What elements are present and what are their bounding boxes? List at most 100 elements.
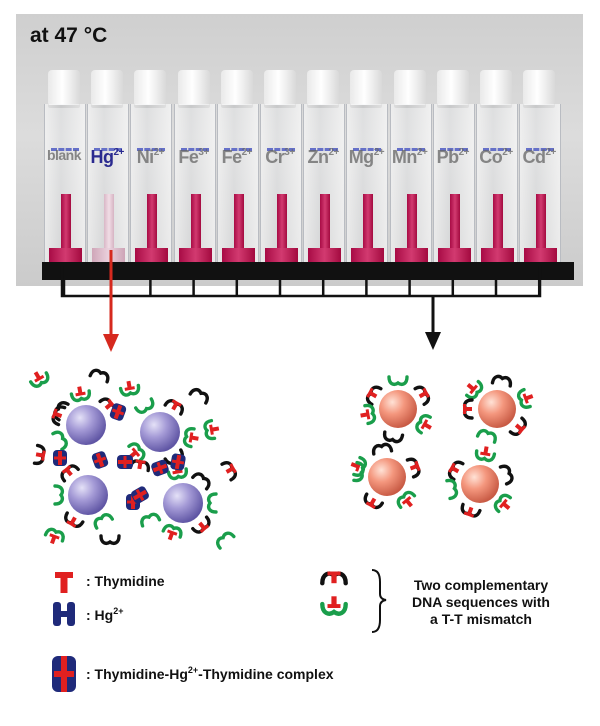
- dna-strand-green: [51, 428, 70, 451]
- cuvette-11: Cd2+: [519, 70, 562, 262]
- tube-connector-left: [60, 266, 542, 298]
- cuvette-label: Hg2+: [81, 147, 133, 168]
- legend-complex-label: : Thymidine-Hg2+-Thymidine complex: [86, 665, 334, 682]
- cuvette-solution: [320, 194, 331, 262]
- cuvette-solution: [406, 194, 417, 262]
- dna-legend-black-strand: [322, 572, 345, 584]
- cuvette-solution: [493, 194, 503, 262]
- cuvette-label: Mg2+: [340, 147, 392, 168]
- cuvette-solution: [233, 194, 244, 262]
- thymidine-hg-complex: [90, 450, 110, 470]
- cuvette-1: Hg2+: [87, 70, 130, 262]
- dispersed-gold-particle: [478, 390, 516, 428]
- cuvette-cap: [393, 70, 426, 108]
- aggregated-gold-particle: [68, 475, 108, 515]
- ion-charge: 2+: [545, 147, 556, 158]
- legend-complex-prefix: : Thymidine-Hg: [86, 666, 188, 682]
- dna-strand-green: [475, 427, 499, 444]
- cuvette-glass: [346, 104, 389, 262]
- dna-strand-black: [188, 385, 212, 405]
- dna-strand-green: [206, 492, 218, 514]
- dna-description-line3: a T-T mismatch: [430, 611, 532, 627]
- dna-strand-green: [445, 477, 459, 501]
- dna-legend-brace: [371, 569, 387, 633]
- dna-strand-black: [128, 458, 152, 473]
- cuvette-glass: [303, 104, 346, 262]
- cuvette-marks: [51, 148, 79, 155]
- dna-strand-green: [359, 402, 377, 426]
- cuvette-cap: [436, 70, 469, 108]
- cuvette-marks: [396, 148, 425, 155]
- cuvette-cap: [350, 70, 383, 108]
- dna-strand-green: [91, 511, 114, 530]
- dna-strand-black: [413, 383, 433, 406]
- cuvette-solution: [449, 194, 460, 262]
- dispersed-gold-particle: [379, 390, 417, 428]
- dna-strand-black: [191, 515, 214, 537]
- cuvette-marks: [137, 148, 166, 155]
- dna-strand-black: [458, 502, 482, 520]
- ion-symbol: Cd: [522, 147, 546, 167]
- cuvette-marks: [180, 148, 209, 155]
- aggregated-gold-particle: [140, 412, 180, 452]
- ion-symbol: Zn: [307, 147, 329, 167]
- cuvette-glass: [216, 104, 259, 262]
- dna-strand-green: [473, 445, 497, 463]
- cuvette-marks: [223, 148, 252, 155]
- cuvette-glass: [519, 104, 562, 262]
- cuvette-marks: [439, 148, 468, 155]
- cuvette-label: Co2+: [470, 147, 522, 168]
- dna-strand-green: [161, 522, 185, 542]
- cuvette-glass: [389, 104, 432, 262]
- dna-strand-green: [491, 491, 513, 514]
- cuvette-label: Pb2+: [427, 147, 479, 168]
- cuvette-solution-base: [265, 248, 298, 262]
- cuvette-solution: [363, 194, 374, 262]
- cuvette-marks: [94, 148, 123, 155]
- thymidine-hg-complex: [117, 455, 133, 469]
- cuvette-4: Fe2+: [216, 70, 259, 262]
- ion-charge: 2+: [373, 147, 385, 158]
- cuvette-9: Pb2+: [432, 70, 475, 262]
- dna-legend-green-strand: [322, 596, 345, 613]
- cuvette-solution-base: [178, 248, 212, 262]
- red-arrow: [103, 250, 119, 352]
- dna-strand-black: [490, 373, 514, 388]
- dna-strand-black: [49, 403, 67, 427]
- dispersed-gold-particle: [368, 458, 406, 496]
- cuvette-0: blank: [44, 70, 86, 262]
- cuvette-cap: [523, 70, 556, 108]
- legend-mercury-text: : Hg: [86, 607, 114, 623]
- ion-charge: 2+: [113, 147, 124, 158]
- dispersed-gold-particle: [461, 465, 499, 503]
- cuvette-7: Mg2+: [346, 70, 389, 262]
- dna-strand-green: [69, 385, 93, 404]
- cuvette-solution-base: [135, 248, 169, 262]
- dna-strand-black: [370, 441, 394, 456]
- dna-strand-black: [462, 398, 474, 420]
- cuvette-glass: [44, 104, 86, 262]
- cuvette-solution-base: [49, 248, 82, 262]
- cuvette-marks: [526, 148, 555, 155]
- cuvette-marks: [310, 148, 339, 155]
- cuvette-glass: [130, 104, 173, 262]
- dna-description-line1: Two complementary: [413, 577, 549, 593]
- aggregated-gold-particle: [66, 405, 106, 445]
- cuvette-marks: [267, 148, 295, 155]
- ion-charge: 2+: [502, 147, 513, 158]
- dna-strand-green: [138, 511, 162, 528]
- thymidine-hg-complex: [169, 452, 187, 472]
- cuvette-solution-base: [351, 248, 385, 262]
- dna-strand-black: [381, 430, 405, 445]
- legend-complex-charge: 2+: [187, 665, 199, 675]
- dna-strand-green: [134, 397, 157, 416]
- dna-strand-green: [53, 484, 65, 506]
- dna-strand-black: [361, 492, 384, 512]
- dna-strand-black: [191, 469, 214, 491]
- cuvette-glass: [476, 104, 518, 262]
- dispersed-cluster: [349, 373, 535, 520]
- cuvette-2: Ni2+: [130, 70, 173, 262]
- cuvette-glass: [432, 104, 475, 262]
- photo-title: at 47 °C: [30, 24, 108, 47]
- dna-description-line2: DNA sequences with: [412, 594, 550, 610]
